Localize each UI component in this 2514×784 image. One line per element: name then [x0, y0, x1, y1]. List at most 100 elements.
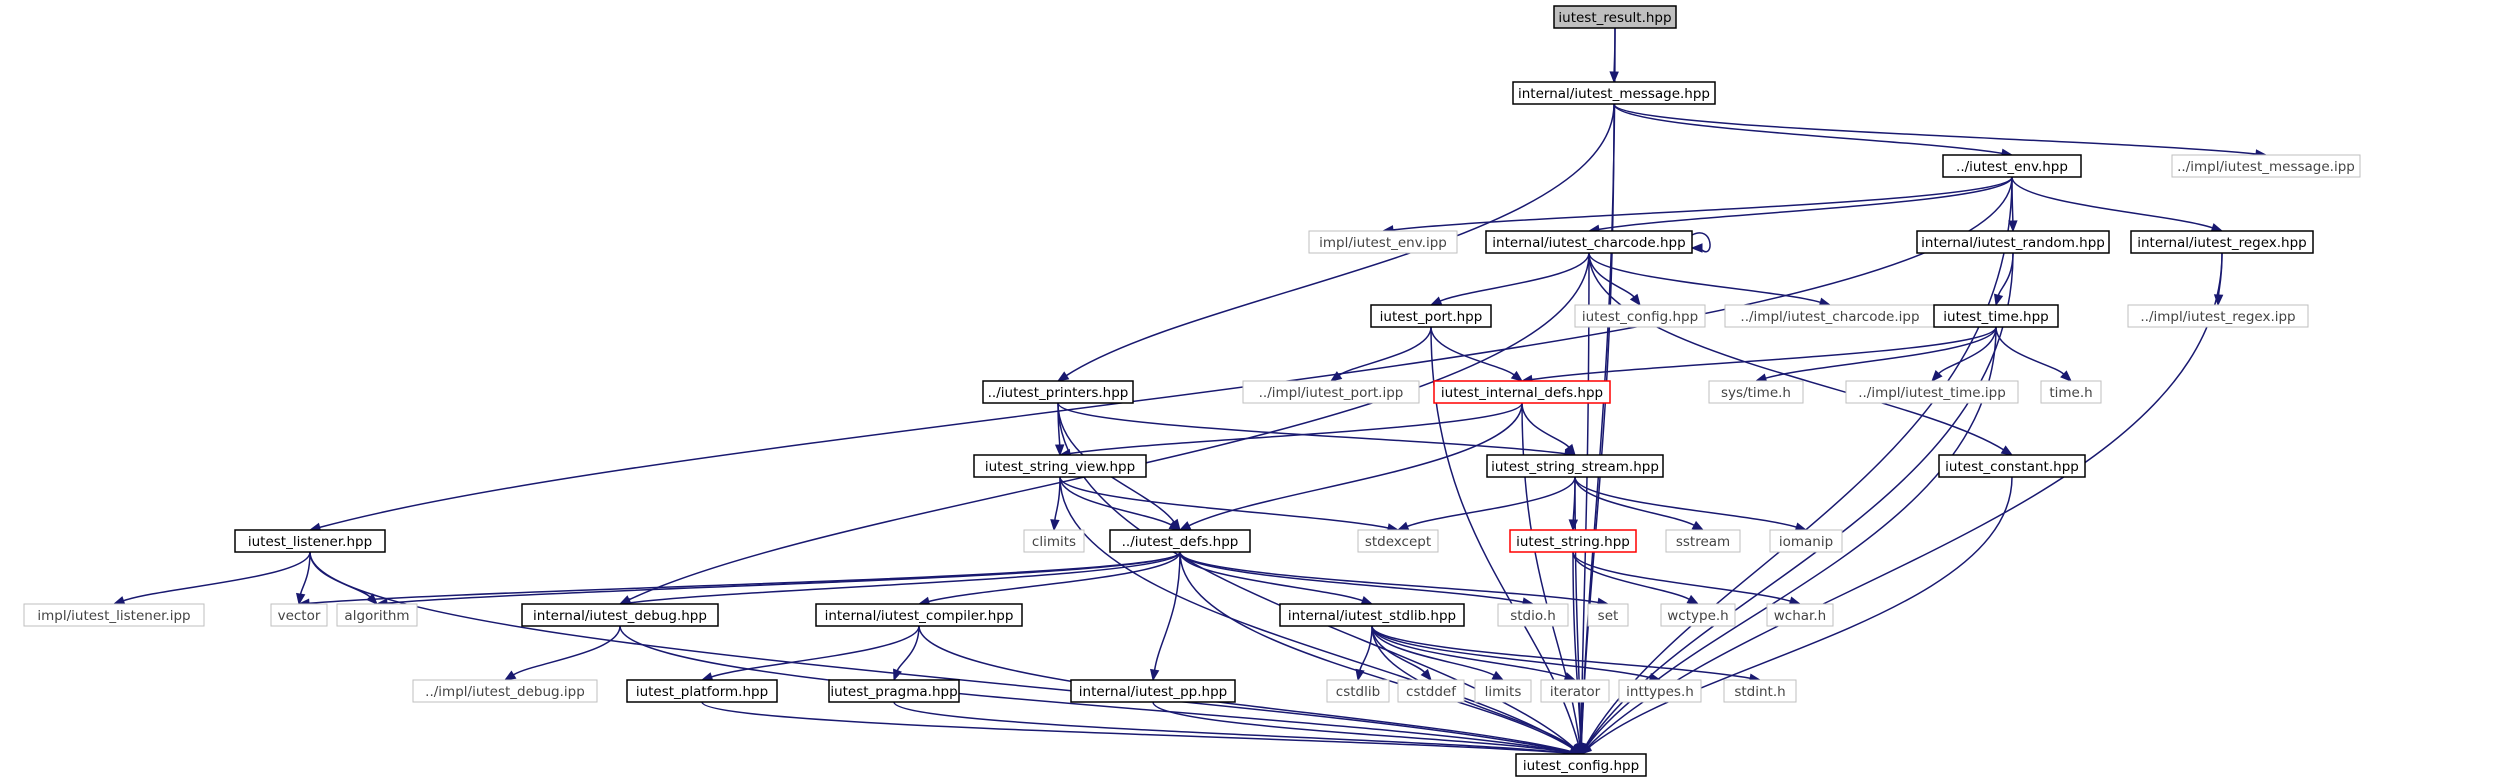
- node-box: [1938, 454, 2086, 478]
- node-label: ../iutest_printers.hpp: [988, 385, 1129, 401]
- node-label: iutest_port.hpp: [1380, 309, 1483, 325]
- node-box: [815, 603, 1023, 627]
- edge-arrowhead: [1579, 743, 1593, 755]
- node-impl_iutest_port_ipp: ../impl/iutest_port.ipp: [1242, 380, 1420, 404]
- edge-line: [1179, 551, 1363, 602]
- edge-line: [918, 625, 1572, 753]
- node-label: limits: [1485, 684, 1522, 700]
- edge-iutest_env-to-internal_iutest_random: [2008, 176, 2018, 233]
- edge-arrowhead: [1993, 293, 2004, 307]
- node-box: [2127, 304, 2309, 328]
- node-cstddef: cstddef: [1397, 679, 1465, 703]
- node-impl_iutest_regex_ipp: ../impl/iutest_regex.ipp: [2127, 304, 2309, 328]
- edge-internal_iutest_charcode-to-internal_iutest_charcode: [1690, 232, 1711, 253]
- node-iutest_time[interactable]: iutest_time.hpp: [1933, 304, 2059, 328]
- node-iutest_string[interactable]: iutest_string.hpp: [1509, 529, 1637, 553]
- edge-internal_iutest_stdlib-to-iterator: [1371, 625, 1577, 682]
- edge-line: [1371, 625, 1651, 679]
- edge-line: [1359, 625, 1373, 671]
- edge-line: [1572, 551, 1791, 602]
- node-iutest_internal_defs[interactable]: iutest_internal_defs.hpp: [1433, 380, 1611, 404]
- node-iutest_pragma[interactable]: iutest_pragma.hpp: [828, 679, 960, 703]
- node-label: iutest_pragma.hpp: [830, 684, 957, 700]
- node-label: internal/iutest_random.hpp: [1921, 235, 2105, 251]
- node-iutest_string_stream[interactable]: iutest_string_stream.hpp: [1486, 454, 1664, 478]
- node-box: [982, 380, 1134, 404]
- node-label: vector: [278, 608, 321, 624]
- node-iutest_config[interactable]: iutest_config.hpp: [1515, 753, 1647, 777]
- node-box: [1553, 5, 1677, 29]
- node-box: [1845, 380, 2019, 404]
- edge-line: [1765, 326, 1997, 379]
- node-internal_iutest_message[interactable]: internal/iutest_message.hpp: [1512, 81, 1716, 105]
- edge-arrowhead: [893, 668, 902, 682]
- node-label: sstream: [1676, 534, 1730, 550]
- edge-internal_iutest_message-to-iutest_printers: [1056, 103, 1615, 382]
- edge-line: [1598, 176, 2013, 231]
- node-internal_iutest_compiler[interactable]: internal/iutest_compiler.hpp: [815, 603, 1023, 627]
- node-iutest_listener[interactable]: iutest_listener.hpp: [234, 529, 386, 553]
- node-iutest_result[interactable]: iutest_result.hpp: [1553, 5, 1677, 29]
- node-box: [1474, 679, 1532, 703]
- node-box: [1660, 603, 1736, 627]
- node-internal_iutest_stdlib[interactable]: internal/iutest_stdlib.hpp: [1279, 603, 1465, 627]
- edge-line: [1439, 252, 1590, 302]
- edge-iutest_internal_defs-to-iutest_string_view: [1058, 402, 1523, 459]
- node-iutest_constant[interactable]: iutest_constant.hpp: [1938, 454, 2086, 478]
- node-internal_iutest_debug[interactable]: internal/iutest_debug.hpp: [521, 603, 719, 627]
- node-box: [521, 603, 719, 627]
- edge-iutest_port-to-impl_iutest_port_ipp: [1329, 326, 1432, 382]
- edge-arrowhead: [1355, 668, 1365, 682]
- edge-line: [1430, 326, 1515, 376]
- edge-line: [1531, 326, 1997, 381]
- edge-line: [1152, 701, 1572, 754]
- node-iutest_string_view[interactable]: iutest_string_view.hpp: [973, 454, 1147, 478]
- node-label: iutest_internal_defs.hpp: [1441, 385, 1603, 401]
- edge-line: [1371, 625, 1495, 676]
- edge-iutest_env-to-iutest_listener: [308, 176, 2013, 532]
- edge-internal_iutest_stdlib-to-limits: [1371, 625, 1505, 681]
- edge-line: [1065, 103, 1615, 377]
- node-iutest_port[interactable]: iutest_port.hpp: [1370, 304, 1492, 328]
- node-sys_time_h: sys/time.h: [1708, 380, 1804, 404]
- node-box: [1486, 454, 1664, 478]
- node-box: [270, 603, 328, 627]
- edge-iutest_port-to-iutest_internal_defs: [1430, 326, 1524, 382]
- node-label: wchar.h: [1774, 608, 1826, 624]
- node-label: ../iutest_defs.hpp: [1122, 534, 1239, 550]
- node-box: [1279, 603, 1465, 627]
- node-internal_iutest_random[interactable]: internal/iutest_random.hpp: [1916, 230, 2110, 254]
- edge-iutest_string_view-to-stdexcept: [1059, 476, 1400, 533]
- node-internal_iutest_pp[interactable]: internal/iutest_pp.hpp: [1070, 679, 1236, 703]
- edge-line: [1588, 252, 1821, 304]
- edge-iutest_time-to-iutest_internal_defs: [1520, 326, 1997, 385]
- node-internal_iutest_regex[interactable]: internal/iutest_regex.hpp: [2130, 230, 2314, 254]
- edge-iutest_defs-to-internal_iutest_stdlib: [1179, 551, 1374, 605]
- node-box: [1942, 154, 2082, 178]
- node-label: ../impl/iutest_regex.ipp: [2140, 309, 2295, 325]
- node-label: internal/iutest_compiler.hpp: [825, 608, 1014, 624]
- node-iutest_platform[interactable]: iutest_platform.hpp: [626, 679, 778, 703]
- node-box: [1723, 679, 1797, 703]
- node-box: [1397, 679, 1465, 703]
- node-internal_iutest_charcode[interactable]: internal/iutest_charcode.hpp: [1485, 230, 1693, 254]
- node-impl_iutest_charcode_ipp: ../impl/iutest_charcode.ipp: [1724, 304, 1936, 328]
- node-iutest_defs[interactable]: ../iutest_defs.hpp: [1109, 529, 1251, 553]
- edge-arrowhead: [1691, 520, 1705, 531]
- edge-line: [928, 551, 1181, 603]
- edge-line: [1407, 476, 1576, 528]
- node-limits: limits: [1474, 679, 1532, 703]
- edge-internal_iutest_regex-to-iutest_config: [1580, 252, 2223, 755]
- node-iutest_printers[interactable]: ../iutest_printers.hpp: [982, 380, 1134, 404]
- edge-line: [896, 625, 920, 671]
- edge-arrowhead: [1150, 668, 1160, 682]
- node-label: internal/iutest_stdlib.hpp: [1288, 608, 1456, 624]
- node-label: internal/iutest_debug.hpp: [533, 608, 707, 624]
- node-iutest_env[interactable]: ../iutest_env.hpp: [1942, 154, 2082, 178]
- node-label: cstdlib: [1336, 684, 1380, 700]
- edge-arrowhead: [112, 596, 126, 606]
- node-impl_iutest_time_ipp: ../impl/iutest_time.ipp: [1845, 380, 2019, 404]
- node-box: [1512, 81, 1716, 105]
- node-box: [1933, 304, 2059, 328]
- node-label: stdio.h: [1510, 608, 1556, 624]
